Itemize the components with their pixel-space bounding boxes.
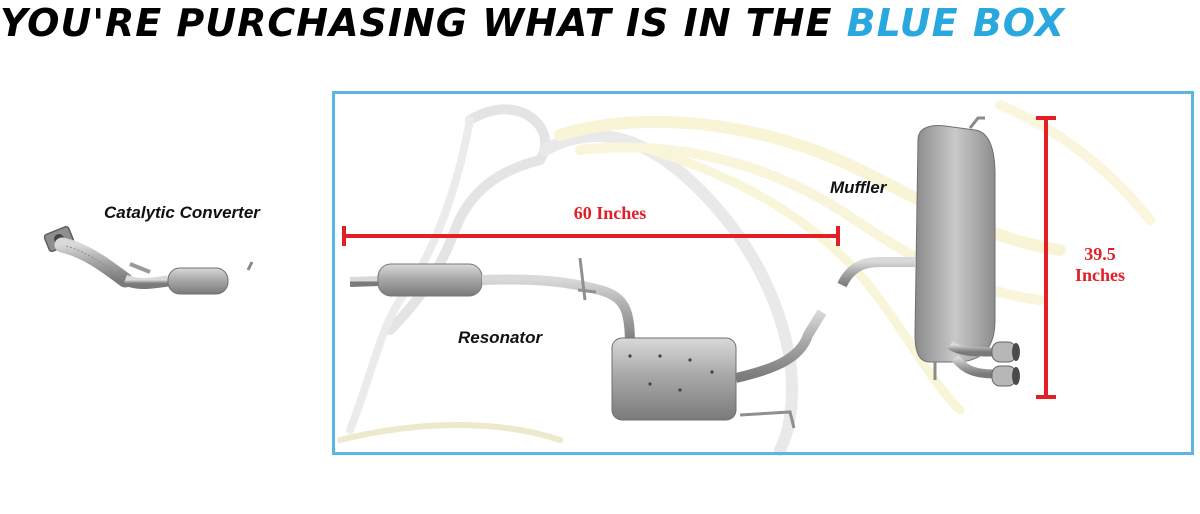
height-dimension [1036, 116, 1056, 399]
catalytic-converter-label: Catalytic Converter [104, 203, 260, 222]
center-muffler-part [611, 309, 827, 429]
blue-box-outline [332, 91, 1194, 455]
height-dimension-label: 39.5 Inches [1060, 244, 1140, 286]
length-dimension [342, 226, 840, 246]
page-headline: YOU'RE PURCHASING WHAT IS IN THE BLUE BO… [0, 0, 1200, 52]
height-unit: Inches [1074, 265, 1125, 285]
resonator-label: Resonator [458, 328, 543, 347]
height-value: 39.5 [1084, 244, 1116, 264]
headline-highlight: BLUE BOX [846, 1, 1066, 45]
rear-muffler-part [837, 116, 1020, 387]
muffler-label: Muffler [830, 178, 887, 197]
length-dimension-label: 60 Inches [573, 203, 647, 223]
resonator-part [349, 257, 635, 346]
catalytic-converter-part [43, 225, 318, 295]
headline-prefix: YOU'RE PURCHASING WHAT IS IN THE [0, 1, 847, 45]
